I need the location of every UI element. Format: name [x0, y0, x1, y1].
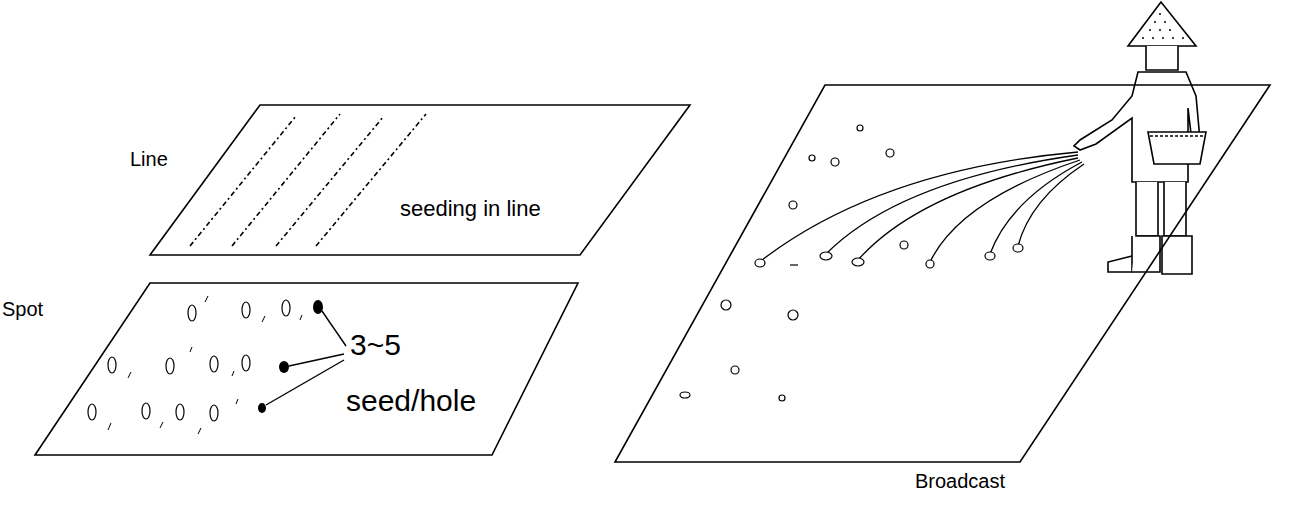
parallelogram-outline: [0, 278, 590, 460]
parallelogram-outline: [610, 80, 1290, 508]
seed-trajectories: [762, 152, 1084, 262]
line-seeding-plot: Line seeding in line: [120, 100, 695, 260]
plot-note: seeding in line: [400, 196, 541, 221]
spot-seeding-plot: Spot 3~5 seed/hole: [0, 278, 590, 460]
farmer-figure: [1074, 2, 1206, 274]
seed-unit: seed/hole: [346, 384, 476, 419]
scattered-seeds: [680, 125, 1023, 401]
leader-lines: [266, 311, 346, 405]
method-label: Line: [130, 148, 168, 171]
parallelogram-outline: [120, 100, 695, 260]
hole-ticks: [108, 296, 302, 434]
method-label: Spot: [2, 298, 43, 321]
seed-holes: [88, 300, 290, 421]
filled-holes: [258, 300, 323, 413]
seed-count: 3~5: [350, 328, 401, 363]
method-label: Broadcast: [915, 470, 1005, 493]
broadcast-seeding-plot: Broadcast: [610, 80, 1290, 508]
seed-rows: [190, 114, 426, 246]
